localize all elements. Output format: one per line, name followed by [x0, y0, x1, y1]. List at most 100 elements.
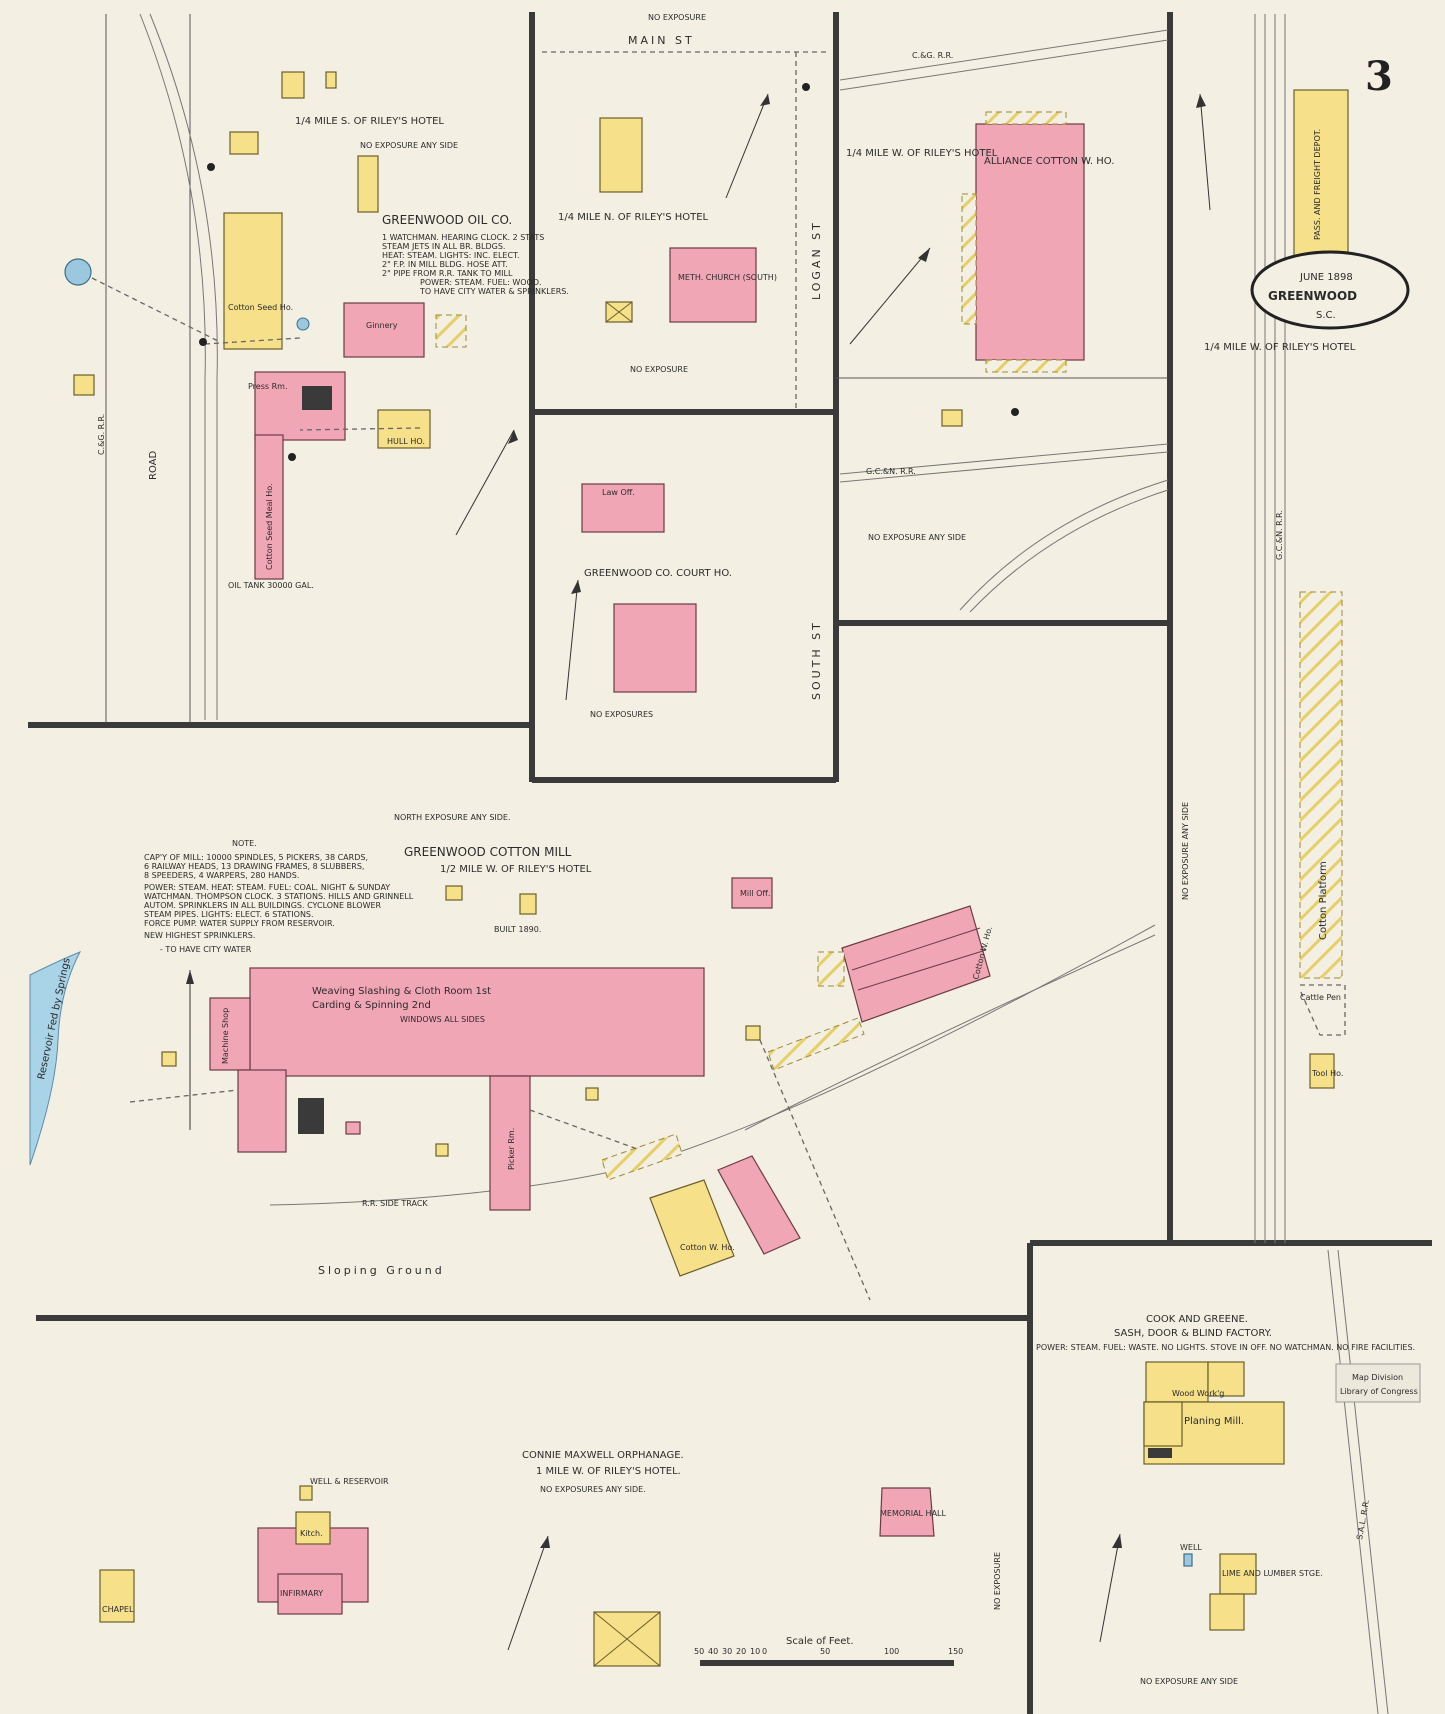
no-exposures-any-label: NO EXPOSURES ANY SIDE.	[540, 1485, 646, 1494]
scale-title: Scale of Feet.	[786, 1636, 854, 1647]
mill-note: FORCE PUMP. WATER SUPPLY FROM RESERVOIR.	[144, 919, 335, 928]
mill-notes: CAP'Y OF MILL: 10000 SPINDLES, 5 PICKERS…	[144, 853, 414, 954]
no-exposure-any-side-2-label: NO EXPOSURE ANY SIDE	[868, 533, 966, 542]
scale-tick: 50	[694, 1647, 704, 1656]
oil-note: STEAM JETS IN ALL BR. BLDGS.	[382, 242, 505, 251]
weaving-label: Weaving Slashing & Cloth Room 1st	[312, 986, 491, 997]
no-exposure-any-side-label: NO EXPOSURE ANY SIDE	[360, 141, 458, 150]
cotton-mill	[129, 877, 991, 1301]
cook-greene-label: COOK AND GREENE.	[1146, 1314, 1248, 1325]
scale-bar: Scale of Feet. 50 40 30 20 10 0 50 100 1…	[694, 1636, 963, 1666]
mill-note: CAP'Y OF MILL: 10000 SPINDLES, 5 PICKERS…	[144, 853, 368, 862]
mill-note: - TO HAVE CITY WATER	[160, 945, 252, 954]
cotton-platform-label: Cotton Platform	[1318, 861, 1329, 940]
riley-w-right-label: 1/4 MILE W. OF RILEY'S HOTEL	[1204, 342, 1356, 353]
machine-shop-label: Machine Shop	[221, 1008, 230, 1064]
tool-ho	[1309, 1053, 1335, 1089]
cattle-pen-label: Cattle Pen	[1300, 993, 1341, 1002]
mill-note: WATCHMAN. THOMPSON CLOCK. 3 STATIONS. HI…	[144, 892, 414, 901]
cartouche-city: GREENWOOD	[1268, 289, 1357, 303]
built-label: BUILT 1890.	[494, 925, 541, 934]
cotton-mill-loc-label: 1/2 MILE W. OF RILEY'S HOTEL	[440, 864, 592, 875]
logan-st-label: LOGAN ST	[810, 220, 823, 300]
windows-label: WINDOWS ALL SIDES	[400, 1015, 485, 1024]
scale-tick: 10	[750, 1647, 760, 1656]
library-stamp: Map Division Library of Congress	[1335, 1363, 1421, 1403]
scale-tick: 100	[884, 1647, 899, 1656]
factory-notes-label: POWER: STEAM. FUEL: WASTE. NO LIGHTS. ST…	[1036, 1343, 1415, 1352]
sheet-number: 3	[1365, 53, 1393, 100]
south-st-label: SOUTH ST	[810, 620, 823, 700]
mill-note: POWER: STEAM. HEAT: STEAM. FUEL: COAL. N…	[144, 883, 390, 892]
oil-tank-label: OIL TANK 30000 GAL.	[228, 581, 314, 590]
cotton-seed-meal-label: Cotton Seed Meal Ho.	[265, 483, 274, 570]
no-exposure-orph-v-label: NO EXPOSURE	[993, 1552, 1002, 1610]
oil-note: TO HAVE CITY WATER & SPRINKLERS.	[419, 287, 569, 296]
factory-buildings	[1099, 1361, 1285, 1643]
court-ho-label: GREENWOOD CO. COURT HO.	[584, 568, 732, 579]
reservoir	[29, 951, 82, 1166]
cotton-platform: Cotton Platform Cattle Pen	[1299, 591, 1346, 1036]
oil-note: POWER: STEAM. FUEL: WOOD.	[420, 278, 542, 287]
carding-label: Carding & Spinning 2nd	[312, 1000, 431, 1011]
alliance-label: ALLIANCE COTTON W. HO.	[984, 156, 1114, 167]
cotton-w-ho-2-label: Cotton W. Ho.	[680, 1243, 735, 1252]
pass-freight-label: PASS. AND FREIGHT DEPOT.	[1313, 129, 1322, 240]
lime-lumber-label: LIME AND LUMBER STGE.	[1222, 1569, 1323, 1578]
press-rm-label: Press Rm.	[248, 382, 288, 391]
oil-mill-group	[64, 71, 518, 580]
road-label: ROAD	[148, 451, 159, 480]
riley-n-label: 1/4 MILE N. OF RILEY'S HOTEL	[558, 212, 709, 223]
scale-tick: 50	[820, 1647, 830, 1656]
hull-ho-label: HULL HO.	[387, 437, 425, 446]
no-exposure-factory-label: NO EXPOSURE ANY SIDE	[1140, 1677, 1238, 1686]
riley-w-top-label: 1/4 MILE W. OF RILEY'S HOTEL	[846, 148, 998, 159]
oil-note: 1 WATCHMAN. HEARING CLOCK. 2 STATS	[382, 233, 544, 242]
orphanage-loc-label: 1 MILE W. OF RILEY'S HOTEL.	[536, 1466, 681, 1477]
cartouche: JUNE 1898 GREENWOOD S.C.	[1250, 250, 1410, 330]
oil-note: 2" F.P. IN MILL BLDG. HOSE ATT.	[382, 260, 508, 269]
cartouche-state: S.C.	[1316, 310, 1336, 321]
no-exposures-label: NO EXPOSURES	[590, 710, 653, 719]
note-title: NOTE.	[232, 839, 257, 848]
tool-ho-label: Tool Ho.	[1311, 1069, 1343, 1078]
scale-tick: 0	[762, 1647, 767, 1656]
well-label: WELL	[1180, 1543, 1202, 1552]
mill-off-label: Mill Off.	[740, 889, 770, 898]
mill-note: AUTOM. SPRINKLERS IN ALL BUILDINGS. CYCL…	[144, 901, 382, 910]
orphanage-label: CONNIE MAXWELL ORPHANAGE.	[522, 1450, 684, 1461]
oil-notes: 1 WATCHMAN. HEARING CLOCK. 2 STATS STEAM…	[382, 233, 569, 296]
sash-factory-label: SASH, DOOR & BLIND FACTORY.	[1114, 1328, 1272, 1339]
gcn-rr-vertical-label: G.C.&N. R.R.	[1275, 510, 1284, 560]
picker-label: Picker Rm.	[507, 1128, 516, 1170]
memorial-hall-label: MEMORIAL HALL	[880, 1509, 946, 1518]
riley-s-label: 1/4 MILE S. OF RILEY'S HOTEL	[295, 116, 444, 127]
cw-rr-left-label: C.&G. R.R.	[97, 414, 106, 455]
law-off-label: Law Off.	[602, 488, 635, 497]
stamp-line-1: Map Division	[1352, 1373, 1403, 1382]
mill-note: STEAM PIPES. LIGHTS: ELECT. 6 STATIONS.	[144, 910, 314, 919]
wood-work-label: Wood Work'g	[1172, 1389, 1224, 1398]
mill-note: 8 SPEEDERS, 4 WARPERS, 280 HANDS.	[144, 871, 299, 880]
well-reservoir-label: WELL & RESERVOIR	[310, 1477, 389, 1486]
oil-note: HEAT: STEAM. LIGHTS: INC. ELECT.	[382, 251, 520, 260]
no-exposure-church-label: NO EXPOSURE	[630, 365, 688, 374]
cw-rr-top-label: C.&G. R.R.	[912, 51, 953, 60]
scale-tick: 30	[722, 1647, 732, 1656]
meth-church-label: METH. CHURCH (SOUTH)	[678, 273, 777, 282]
infirmary-label: INFIRMARY	[280, 1589, 323, 1598]
no-exposure-top-label: NO EXPOSURE	[648, 13, 706, 22]
mill-note: 6 RAILWAY HEADS, 13 DRAWING FRAMES, 8 SL…	[144, 862, 364, 871]
mill-note: NEW HIGHEST SPRINKLERS.	[144, 931, 255, 940]
cotton-mill-label: GREENWOOD COTTON MILL	[404, 845, 572, 859]
church-block	[599, 83, 810, 323]
sloping-label: Sloping Ground	[318, 1264, 445, 1277]
gcn-rr-label: G.C.&N. R.R.	[866, 467, 916, 476]
planing-mill-label: Planing Mill.	[1184, 1416, 1244, 1427]
main-st-label: MAIN ST	[628, 34, 695, 47]
cotton-seed-ho-label: Cotton Seed Ho.	[228, 303, 293, 312]
cartouche-date: JUNE 1898	[1299, 272, 1353, 283]
scale-tick: 40	[708, 1647, 718, 1656]
stamp-line-2: Library of Congress	[1340, 1387, 1418, 1396]
ginnery-label: Ginnery	[366, 321, 398, 330]
